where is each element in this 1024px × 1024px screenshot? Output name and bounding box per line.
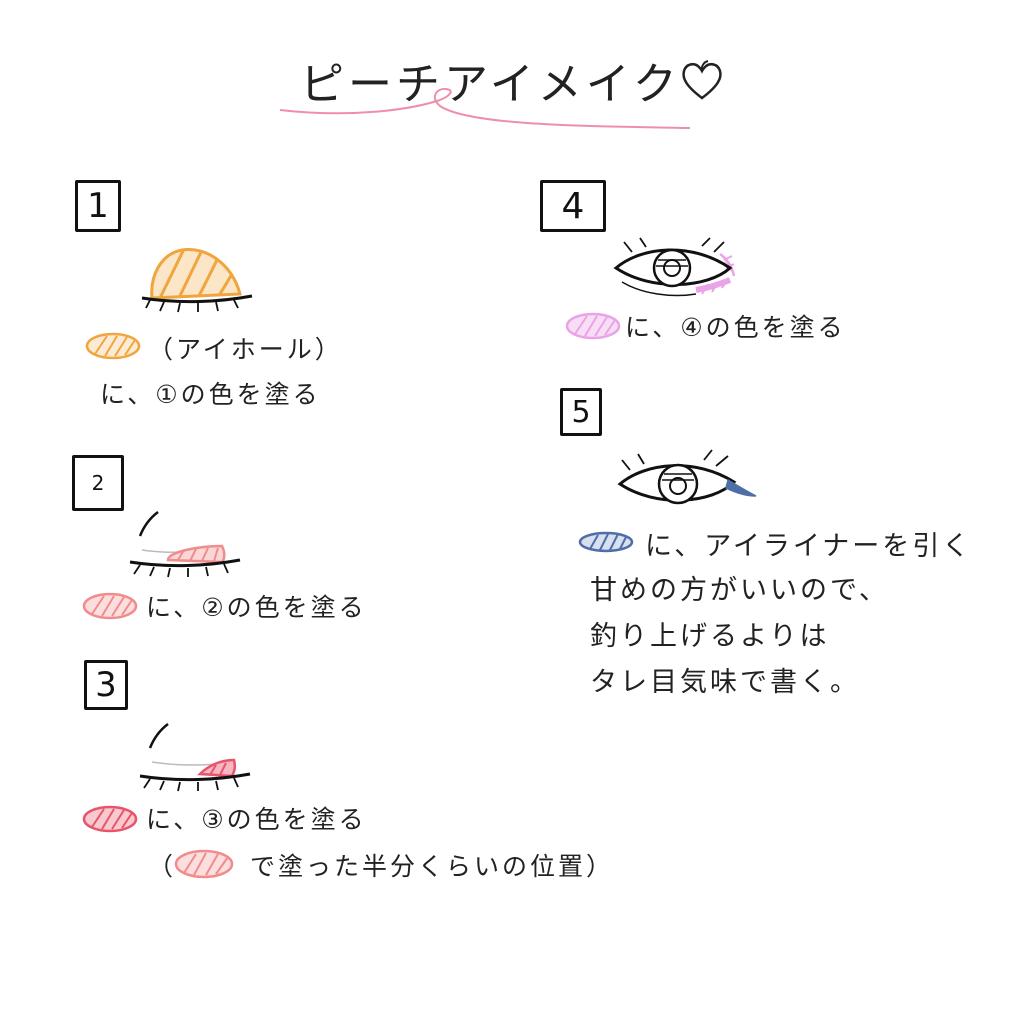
step-1-number: 1 [75,180,121,232]
step-2-eye-illustration [129,511,241,578]
step-1-text-line1: （アイホール） [148,335,343,364]
step-2-text-line1: に、②の色を塗る [146,593,367,622]
step-5-text-line4: タレ目気味で書く。 [590,667,860,698]
step-3-number: 3 [84,660,128,710]
step-3-eye-illustration [139,723,251,792]
step-5-text-line2: 甘めの方がいいので、 [590,575,889,606]
page-title: ピーチアイメイク [300,59,681,110]
step-1-text-line2: に、①の色を塗る [100,380,321,409]
step-5-number: 5 [560,388,602,436]
step-3-text-line2: で塗った半分くらいの位置） [250,852,615,881]
step-4-text-line1: に、④の色を塗る [625,313,846,342]
swatch-pink-2 [82,592,138,620]
step-5-eye-illustration [617,449,757,505]
step-2-number: 2 [72,455,124,511]
step-3-text-line1: に、③の色を塗る [146,805,367,834]
swatch-pink-2-inline [174,849,234,879]
step-5-text-line3: 釣り上げるよりは [590,621,830,652]
step-4-number: 4 [540,180,606,232]
step-4-eye-illustration [613,237,736,297]
swatch-orange [85,332,141,360]
step-3-text-open-paren: （ [148,852,177,881]
title-underline-swirl [279,87,691,129]
swatch-navy [578,531,634,553]
peach-heart-icon [682,60,722,100]
swatch-lilac [565,312,621,340]
step-5-text-line1: に、アイライナーを引く [645,531,973,562]
swatch-pink-3 [82,805,138,833]
step-1-eye-illustration [141,247,253,313]
